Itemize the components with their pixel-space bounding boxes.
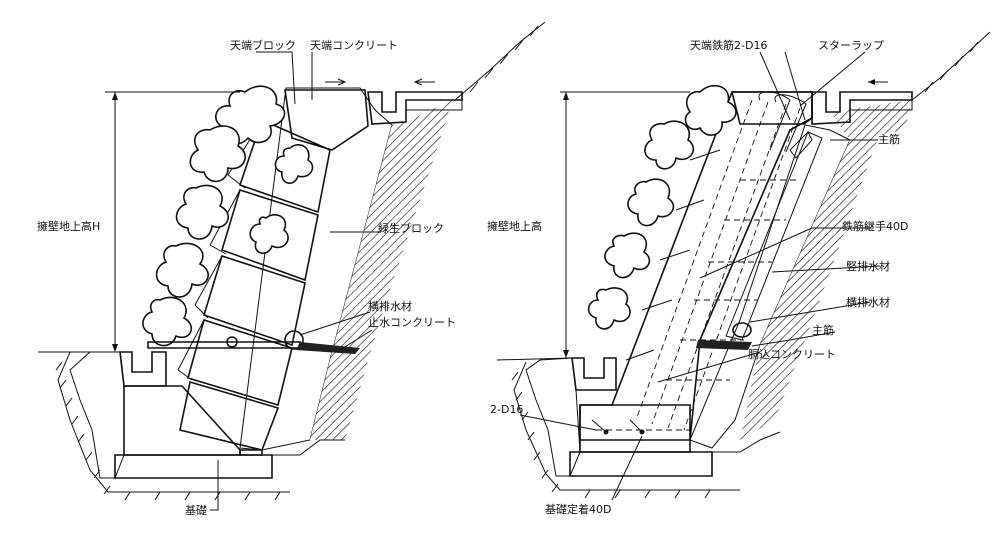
left-horizontal-drain xyxy=(284,330,304,350)
right-drain-plate xyxy=(696,340,752,350)
label-right-wall-height: 擁壁地上高 xyxy=(487,219,542,233)
right-foundation-cobbles xyxy=(569,451,713,477)
label-backfill-concrete: 胴込コンクリート xyxy=(748,348,836,361)
right-section-reinforced-wall xyxy=(496,31,991,499)
label-right-horizontal-drain: 横排水材 xyxy=(846,295,890,309)
right-top-gutter xyxy=(811,91,913,125)
left-leaders xyxy=(210,51,380,511)
right-horizontal-drain xyxy=(732,322,752,338)
left-waterstop-concrete xyxy=(296,342,360,354)
label-top-concrete: 天端コンクリート xyxy=(310,39,398,52)
label-stirrup: スターラップ xyxy=(818,39,884,52)
right-front-gutter xyxy=(571,357,617,391)
left-vegetation xyxy=(142,85,314,347)
right-labels: 天端鉄筋2-D16 スターラップ 主筋 擁壁地上高 鉄筋継手40D 竪排水材 横… xyxy=(487,38,908,516)
label-top-block: 天端ブロック xyxy=(230,38,296,52)
right-leaders xyxy=(519,51,881,501)
left-section-green-block-wall xyxy=(38,21,546,501)
left-front-gutter xyxy=(119,351,167,387)
left-excavation-cobbles xyxy=(69,351,125,479)
label-rebar-joint: 鉄筋継手40D xyxy=(842,219,908,233)
label-left-horizontal-drain: 横排水材 xyxy=(368,299,412,313)
left-natural-slope xyxy=(454,21,546,101)
left-drain-valve xyxy=(226,336,238,348)
left-foundation-cobbles xyxy=(114,454,273,479)
label-left-foundation: 基礎 xyxy=(185,504,207,517)
label-wall-height-h: 擁壁地上高H xyxy=(37,219,100,233)
left-backfill-soil xyxy=(310,100,452,440)
label-waterstop-concrete: 止水コンクリート xyxy=(368,316,456,329)
right-backfill-concrete xyxy=(689,124,851,449)
label-top-rebar: 天端鉄筋2-D16 xyxy=(690,38,767,52)
label-bottom-rebar: 2-D16 xyxy=(490,403,523,416)
left-top-concrete xyxy=(284,89,369,151)
right-foundation-concrete xyxy=(579,404,691,453)
label-main-rebar-bottom: 主筋 xyxy=(812,323,834,337)
label-foundation-anchor: 基礎定着40D xyxy=(545,502,611,516)
left-top-gutter xyxy=(367,91,463,125)
left-labels: 天端ブロック 天端コンクリート 擁壁地上高H 緑生ブロック 横排水材 止水コンク… xyxy=(37,38,456,517)
label-main-rebar-top: 主筋 xyxy=(878,132,900,146)
right-backfill-soil xyxy=(740,132,880,440)
label-green-block: 緑生ブロック xyxy=(378,221,444,235)
right-vegetation xyxy=(587,84,737,330)
label-vertical-drain: 竪排水材 xyxy=(846,259,890,273)
right-top-cap xyxy=(730,91,813,125)
